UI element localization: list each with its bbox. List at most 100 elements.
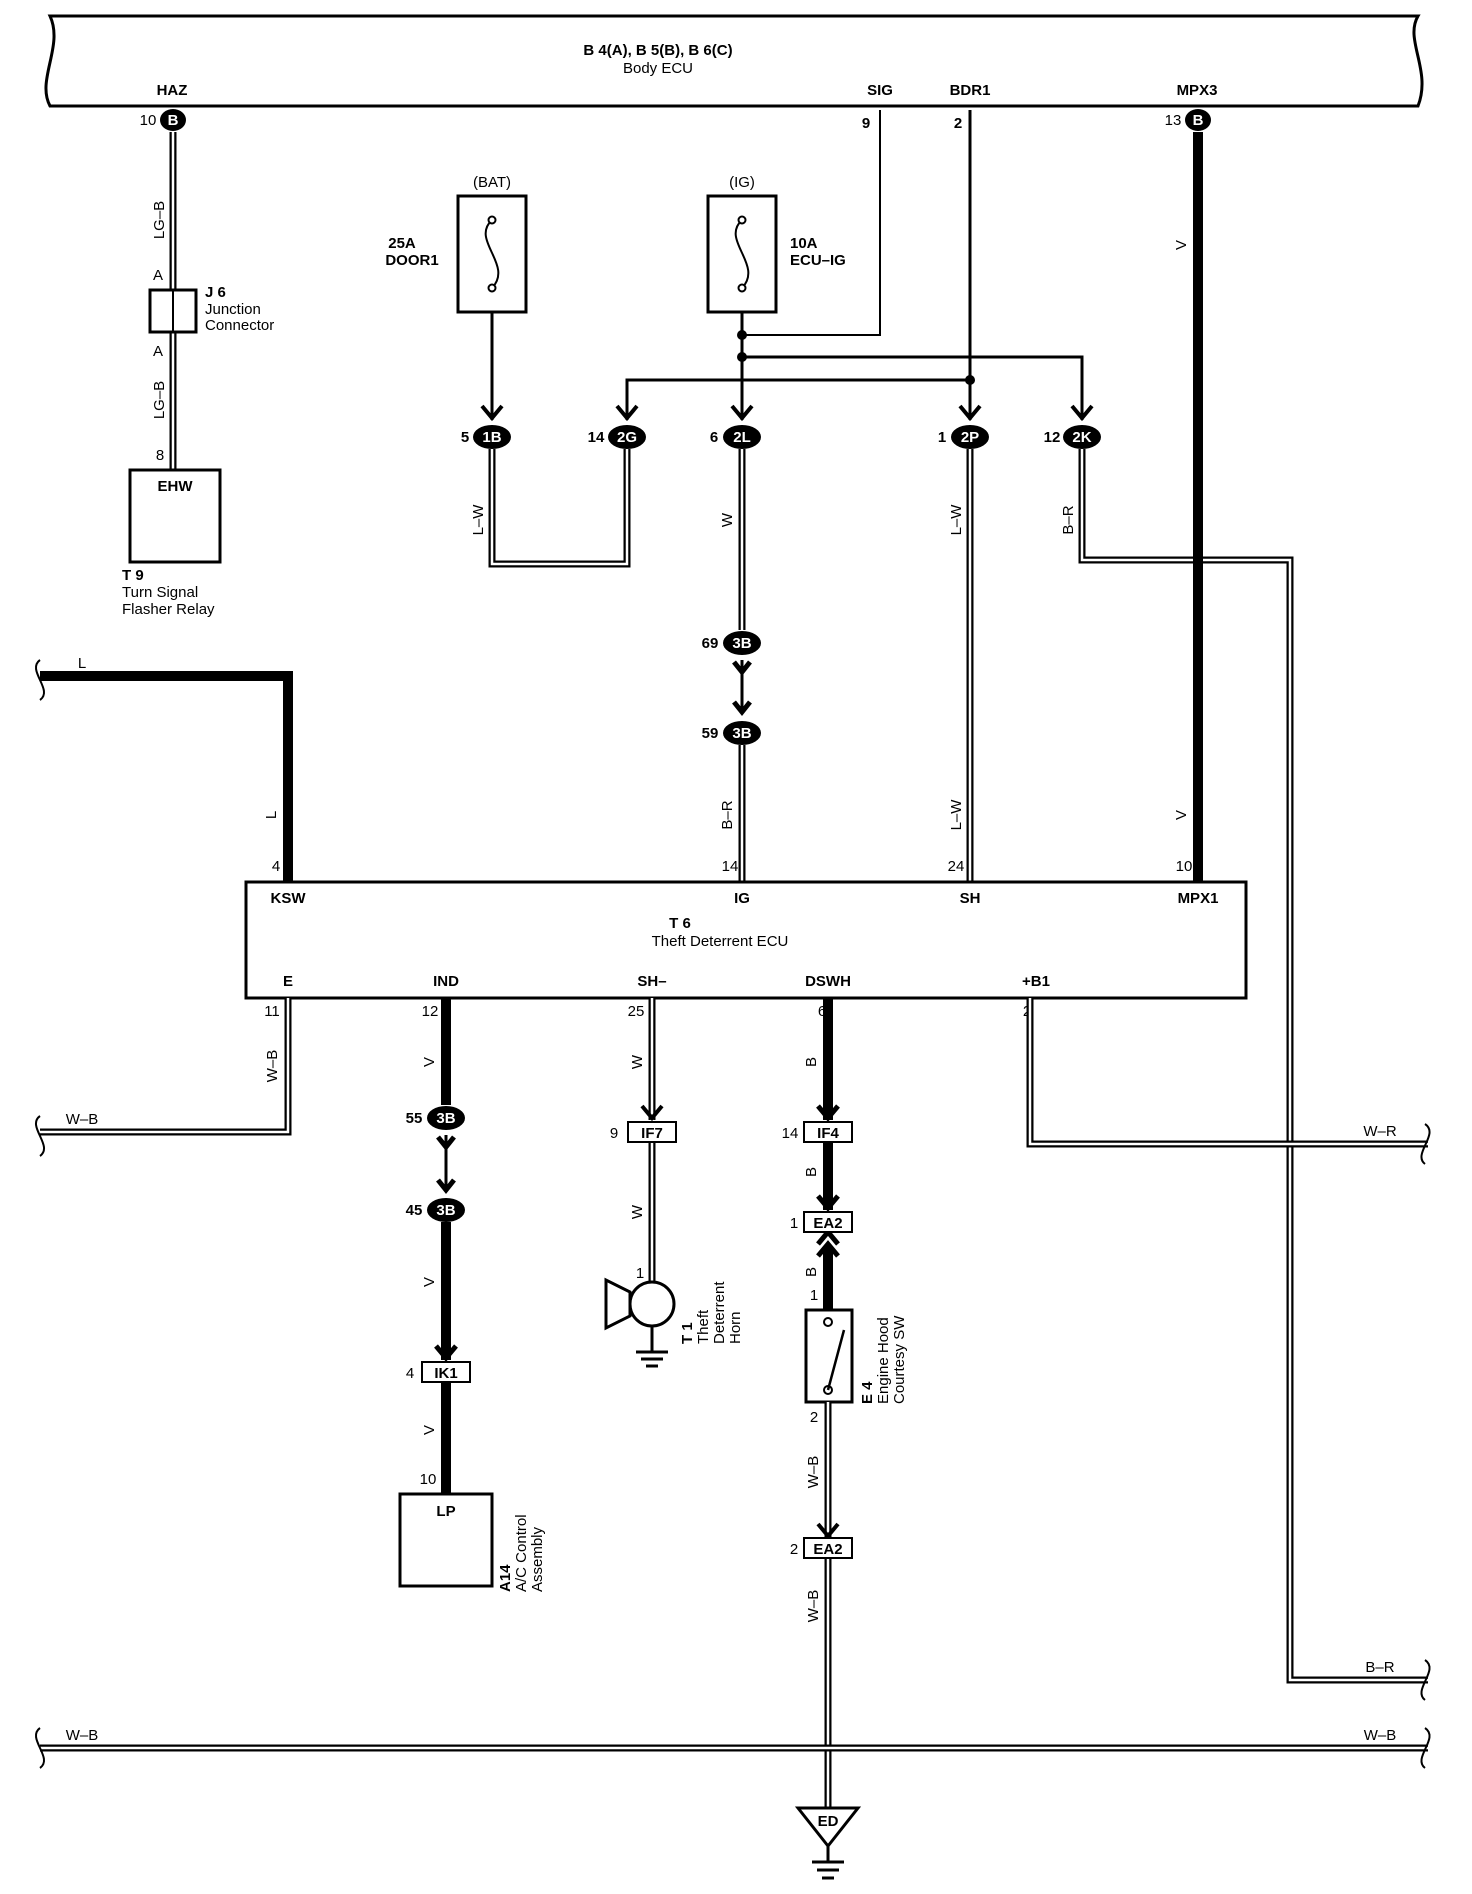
conn-2k-id: 2K xyxy=(1072,429,1091,446)
inline-connector-3b-ig xyxy=(723,631,761,745)
hood-name-2: Courtesy SW xyxy=(891,1315,908,1404)
j6-pin-a-top: A xyxy=(153,267,163,284)
hood-pin-1: 1 xyxy=(810,1287,818,1304)
pin-sig: SIG xyxy=(867,82,893,99)
wire-l-w-loop xyxy=(488,449,631,568)
conn-2k-num: 12 xyxy=(1044,429,1061,446)
wire-label-wr: W–R xyxy=(1363,1123,1397,1140)
body-ecu-conn-b-1: B xyxy=(168,112,179,129)
t6-n4: 4 xyxy=(272,858,280,875)
ea2b-num: 2 xyxy=(790,1541,798,1558)
horn-pin: 1 xyxy=(636,1265,644,1282)
t9-name-1: Turn Signal xyxy=(122,584,198,601)
wire-label-wb-1: W–B xyxy=(264,1050,281,1083)
connector-ik1 xyxy=(421,1361,471,1383)
t6-id: T 6 xyxy=(669,915,691,932)
j6-name-1: Junction xyxy=(205,301,261,318)
conn-2g-id: 2G xyxy=(617,429,637,446)
br-break-mark xyxy=(1420,1659,1431,1701)
wire-label-lgb-1: LG–B xyxy=(151,201,168,239)
j6-pin-a-bottom: A xyxy=(153,343,163,360)
pin-mpx3: MPX3 xyxy=(1177,82,1218,99)
t6-n14: 14 xyxy=(722,858,739,875)
t6-n25: 25 xyxy=(628,1003,645,1020)
num-bdr1: 2 xyxy=(954,115,962,132)
fuse-ecu-ig xyxy=(706,194,778,314)
wire-label-lw-2: L–W xyxy=(948,504,965,536)
fuse-ecuig-name: ECU–IG xyxy=(790,252,846,269)
if4-num: 14 xyxy=(782,1125,799,1142)
t9-name-2: Flasher Relay xyxy=(122,601,215,618)
conn-2l-id: 2L xyxy=(733,429,751,446)
wire-label-wb-2: W–B xyxy=(805,1456,822,1489)
j6-id: J 6 xyxy=(205,284,226,301)
theft-deterrent-horn xyxy=(604,1277,676,1368)
ground-ed xyxy=(794,1806,862,1880)
if7-num: 9 xyxy=(610,1125,618,1142)
conn-2p-num: 1 xyxy=(938,429,946,446)
ac-name-1: A/C Control xyxy=(513,1514,530,1592)
body-ecu-conn-b-2: B xyxy=(1193,112,1204,129)
wire-w-b-bottom xyxy=(34,1727,1431,1769)
body-ecu-title: B 4(A), B 5(B), B 6(C) xyxy=(583,42,732,59)
conn-3b-69-id: 3B xyxy=(732,635,751,652)
wire-w-r xyxy=(1026,998,1431,1165)
t6-b1: +B1 xyxy=(1022,973,1050,990)
t6-ind: IND xyxy=(433,973,459,990)
t6-n10: 10 xyxy=(1176,858,1193,875)
wire-label-w-3: W xyxy=(629,1204,646,1219)
engine-hood-courtesy-switch xyxy=(804,1308,854,1404)
conn-2l-num: 6 xyxy=(710,429,718,446)
wire-w-b-e xyxy=(34,998,292,1157)
turn-signal-flasher-relay xyxy=(128,468,222,564)
wire-label-b-2: B xyxy=(803,1167,820,1177)
ac-label: LP xyxy=(436,1503,455,1520)
wire-label-l-top: L xyxy=(78,655,86,672)
conn-2p-id: 2P xyxy=(961,429,979,446)
if7-id: IF7 xyxy=(641,1125,663,1142)
wire-label-wb-left: W–B xyxy=(66,1111,99,1128)
conn-3b-69-num: 69 xyxy=(702,635,719,652)
ac-id: A14 xyxy=(497,1564,514,1592)
t6-n24: 24 xyxy=(948,858,965,875)
horn-name-1: Theft xyxy=(695,1309,712,1344)
wire-v-ind xyxy=(427,998,465,1494)
ac-control-assembly xyxy=(398,1492,494,1588)
hood-pin-2: 2 xyxy=(810,1409,818,1426)
ea2b-id: EA2 xyxy=(813,1541,842,1558)
pin-bdr1: BDR1 xyxy=(950,82,991,99)
ik1-id: IK1 xyxy=(434,1365,457,1382)
horn-name-3: Horn xyxy=(727,1311,744,1344)
t6-e: E xyxy=(283,973,293,990)
conn-3b-59-id: 3B xyxy=(732,725,751,742)
ground-label: ED xyxy=(818,1813,839,1830)
ac-name-2: Assembly xyxy=(529,1526,546,1592)
t6-ksw: KSW xyxy=(271,890,307,907)
wire-label-v-4: V xyxy=(421,1277,438,1287)
t6-n11: 11 xyxy=(264,1003,280,1020)
wire-b-dswh xyxy=(816,998,840,1310)
t9-id: T 9 xyxy=(122,567,144,584)
theft-deterrent-ecu xyxy=(244,880,1248,1000)
wire-label-l-vert: L xyxy=(263,811,280,819)
pin-haz: HAZ xyxy=(157,82,188,99)
fuse-door1-name: DOOR1 xyxy=(385,252,438,269)
t6-ig: IG xyxy=(734,890,750,907)
junction-connector-j6 xyxy=(148,288,198,334)
t6-n12: 12 xyxy=(422,1003,439,1020)
if4-id: IF4 xyxy=(817,1125,839,1142)
wire-label-w-2: W xyxy=(629,1054,646,1069)
ea2a-num: 1 xyxy=(790,1215,798,1232)
wire-label-br-1: B–R xyxy=(1060,505,1077,534)
num-sig: 9 xyxy=(862,115,870,132)
t6-sh: SH xyxy=(960,890,981,907)
body-ecu: B 4(A), B 5(B), B 6(C) Body ECU HAZ SIG … xyxy=(44,14,1424,132)
wire-label-lw-1: L–W xyxy=(470,504,487,536)
conn-3b-45-num: 45 xyxy=(406,1202,423,1219)
wire-label-wb-bottom-right: W–B xyxy=(1364,1727,1397,1744)
wire-label-v-1: V xyxy=(1173,240,1190,250)
connector-ea2-b xyxy=(803,1537,853,1559)
connector-ea2-a xyxy=(803,1211,853,1233)
fuse-ecuig-amp: 10A xyxy=(790,235,818,252)
